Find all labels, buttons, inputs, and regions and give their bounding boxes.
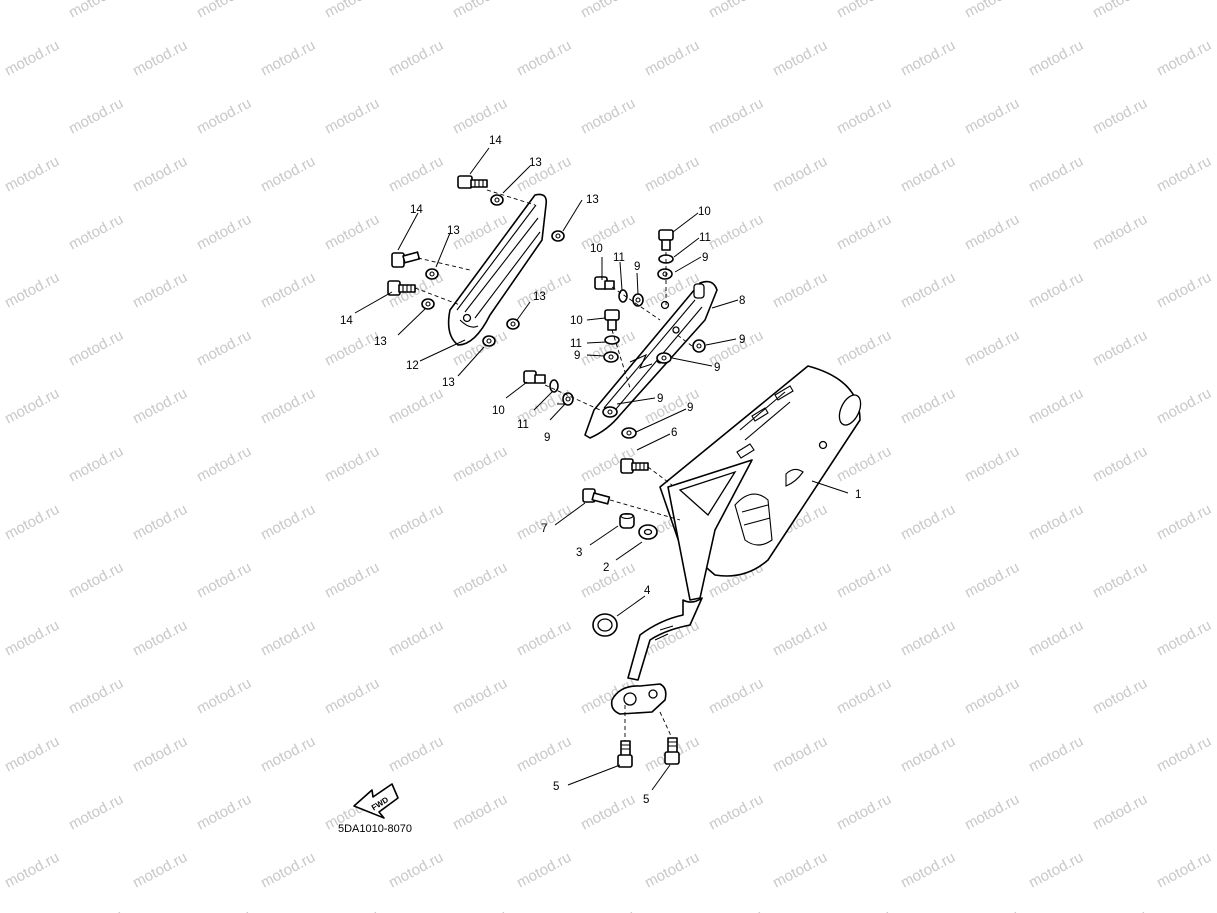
washer-13f xyxy=(482,335,496,347)
washer-9h xyxy=(621,427,637,439)
callout-14-top: 14 xyxy=(489,135,502,147)
callout-13-bottom: 13 xyxy=(442,377,455,389)
callout-13-lower-left: 13 xyxy=(374,336,387,348)
washer-13c xyxy=(425,268,439,280)
callout-3: 3 xyxy=(576,547,582,559)
callout-14-middle: 14 xyxy=(410,204,423,216)
callout-13-lower-right: 13 xyxy=(533,291,546,303)
washer-9d xyxy=(692,339,706,353)
callout-5-left: 5 xyxy=(553,781,559,793)
callout-9-bottom: 9 xyxy=(544,432,550,444)
muffler-mount-bracket xyxy=(667,459,753,601)
bolt-7 xyxy=(582,488,611,505)
callout-7: 7 xyxy=(541,523,547,535)
callout-9-left: 9 xyxy=(574,350,580,362)
bolt-5-right xyxy=(664,737,680,765)
bolt-14-bottom xyxy=(387,280,416,296)
gasket-4 xyxy=(592,613,618,637)
washer-9e xyxy=(656,352,672,364)
callout-9-center: 9 xyxy=(657,393,663,405)
callout-13-right: 13 xyxy=(586,194,599,206)
forward-arrow: FWD xyxy=(353,783,399,819)
callouts: 1 2 3 4 5 5 6 7 8 9 9 9 9 9 9 9 9 10 10 … xyxy=(340,135,861,806)
bolt-14-middle xyxy=(391,251,421,268)
callout-13-mid: 13 xyxy=(447,225,460,237)
callout-14-bottom: 14 xyxy=(340,315,353,327)
washer-9b xyxy=(632,293,644,307)
spring-washer-11d xyxy=(549,379,559,393)
assembly-lines xyxy=(414,189,693,741)
damper-2 xyxy=(638,524,658,540)
washer-9g xyxy=(602,406,618,418)
washer-13b xyxy=(551,230,565,242)
callout-10-top: 10 xyxy=(698,206,711,218)
callout-11-mid: 11 xyxy=(570,338,582,350)
callout-12: 12 xyxy=(406,360,419,372)
callout-9-upper: 9 xyxy=(634,261,640,273)
callout-11-left: 11 xyxy=(613,252,625,264)
washer-13a xyxy=(490,194,504,206)
callout-10-left: 10 xyxy=(590,243,603,255)
bolt-10-low xyxy=(523,370,546,384)
washer-13e xyxy=(506,318,520,330)
washer-9a xyxy=(657,268,673,280)
bolt-14-top xyxy=(457,175,488,189)
callout-9-right-lower: 9 xyxy=(714,362,720,374)
collar-3 xyxy=(619,512,635,529)
callout-10-mid: 10 xyxy=(570,315,583,327)
callout-1: 1 xyxy=(855,489,861,501)
diagram-code: 5DA1010-8070 xyxy=(338,823,412,835)
washer-9c xyxy=(603,351,619,363)
bolt-6 xyxy=(620,458,649,474)
spring-washer-11c xyxy=(604,335,620,345)
bolt-10-mid xyxy=(604,309,620,331)
callout-9-top: 9 xyxy=(702,252,708,264)
leader-lines xyxy=(354,147,849,791)
callout-11-top: 11 xyxy=(699,232,711,244)
fasteners xyxy=(387,175,706,768)
callout-2: 2 xyxy=(603,562,609,574)
washer-9f xyxy=(562,392,574,406)
callout-11-low: 11 xyxy=(517,419,529,431)
bolt-10-top xyxy=(658,229,674,251)
callout-8: 8 xyxy=(739,295,745,307)
washer-13d xyxy=(421,298,435,310)
bolt-10-left xyxy=(594,276,615,290)
exhaust-pipe xyxy=(610,597,703,715)
callout-9-right: 9 xyxy=(739,334,745,346)
callout-13-top: 13 xyxy=(529,157,542,169)
callout-5-right: 5 xyxy=(643,794,649,806)
callout-4: 4 xyxy=(644,585,651,597)
callout-6: 6 xyxy=(671,427,677,439)
heel-guard xyxy=(447,193,548,346)
callout-9-center-right: 9 xyxy=(687,402,693,414)
bolt-5-left xyxy=(617,740,633,768)
callout-10-low: 10 xyxy=(492,405,505,417)
